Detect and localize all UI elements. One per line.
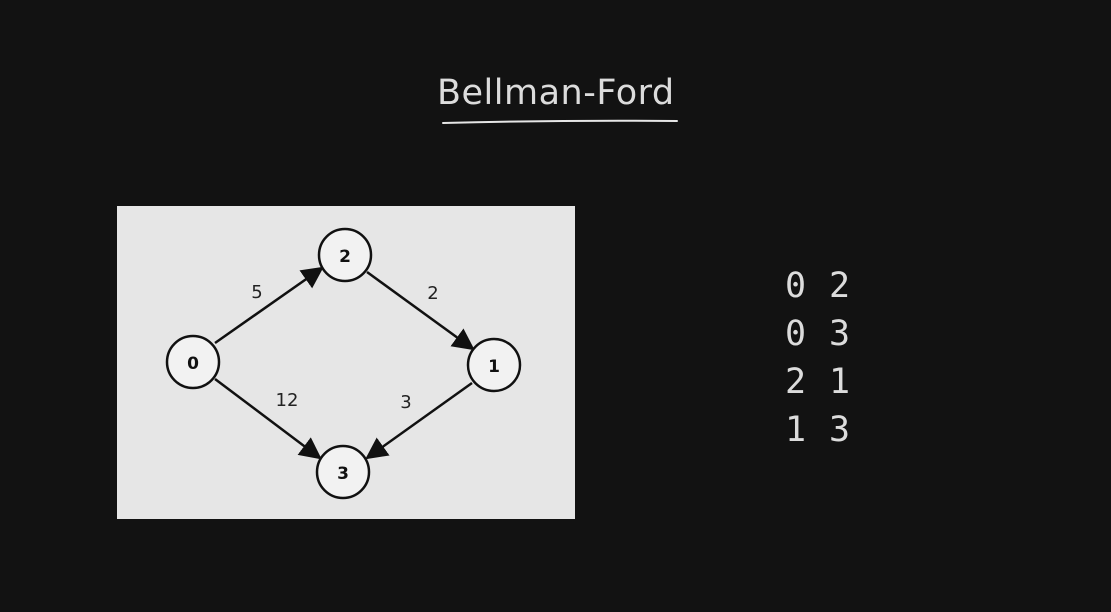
title-underline — [442, 119, 678, 124]
edge-weight-0-3: 12 — [276, 390, 299, 411]
graph-svg: 5 2 12 3 0 2 1 3 — [165, 227, 522, 500]
edge-to: 1 — [829, 362, 851, 402]
edge-from: 2 — [785, 362, 807, 402]
edge-0-3 — [214, 378, 322, 460]
node-label-0: 0 — [187, 354, 199, 374]
node-1: 1 — [466, 337, 522, 393]
edge-to: 2 — [829, 266, 851, 306]
edge-to: 3 — [829, 314, 851, 354]
edge-1-3 — [365, 381, 473, 460]
page-title: Bellman-Ford — [437, 73, 675, 113]
edge-weight-1-3: 3 — [400, 392, 411, 413]
edge-0-2 — [214, 266, 324, 345]
edge-2-1 — [366, 270, 475, 351]
edge-weight-2-1: 2 — [427, 283, 438, 304]
node-2: 2 — [317, 227, 373, 283]
node-label-3: 3 — [337, 464, 349, 484]
node-label-1: 1 — [488, 357, 500, 377]
edge-list: 0 2 0 3 2 1 1 3 — [785, 262, 873, 454]
edge-from: 0 — [785, 314, 807, 354]
edge-to: 3 — [829, 410, 851, 450]
node-3: 3 — [315, 444, 371, 500]
edge-from: 0 — [785, 266, 807, 306]
node-0: 0 — [165, 334, 221, 390]
graph-diagram: 5 2 12 3 0 2 1 3 — [117, 206, 575, 519]
edge-list-row: 2 1 — [785, 358, 873, 406]
edge-list-row: 0 3 — [785, 310, 873, 358]
edge-weight-0-2: 5 — [251, 282, 262, 303]
edge-list-row: 0 2 — [785, 262, 873, 310]
edge-from: 1 — [785, 410, 807, 450]
edge-list-row: 1 3 — [785, 406, 873, 454]
node-label-2: 2 — [339, 247, 351, 267]
